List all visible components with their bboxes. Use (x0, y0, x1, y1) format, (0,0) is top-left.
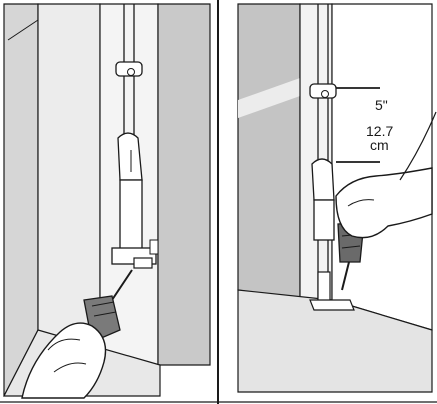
right-panel (222, 4, 436, 392)
right-wall (332, 4, 432, 330)
cord-clip-upper (116, 62, 142, 76)
measurement-metric-value: 12.7 (366, 124, 393, 138)
window-recess-right (238, 4, 300, 300)
measurement-metric-unit: cm (370, 138, 389, 152)
right-wall-shadow (158, 4, 210, 365)
cord-clip-upper-right (310, 84, 336, 98)
left-wall-shadow (4, 4, 38, 396)
left-panel (4, 4, 210, 398)
window-frame-right (300, 4, 332, 300)
measurement-imperial: 5" (375, 98, 388, 112)
